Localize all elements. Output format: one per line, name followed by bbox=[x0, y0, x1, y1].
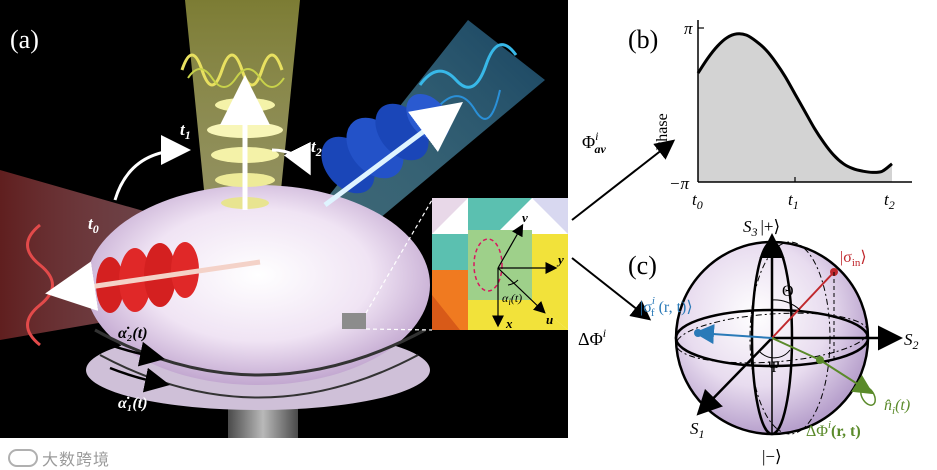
b-data-line bbox=[696, 32, 893, 174]
b-xtick-t0: t0 bbox=[692, 190, 703, 212]
n-hat-label: n̂i(t) bbox=[884, 397, 910, 417]
sigma-in-vector bbox=[771, 271, 835, 339]
red-spiral bbox=[45, 242, 261, 313]
b-xtick-t1: t1 bbox=[788, 190, 799, 212]
n-hat-vector bbox=[771, 337, 821, 361]
disk-top bbox=[86, 185, 430, 385]
inset bbox=[432, 198, 568, 330]
arrow-t1-t2 bbox=[271, 141, 311, 176]
theta-label: Θ bbox=[782, 283, 794, 300]
arrow-t0-t1 bbox=[113, 135, 191, 201]
panel-b-label: (b) bbox=[628, 25, 658, 54]
watermark-text: 大数跨境 bbox=[42, 452, 111, 469]
disk-rail-2 bbox=[99, 354, 419, 399]
dphi-label: ΔΦi bbox=[578, 326, 606, 349]
inset-u: u bbox=[546, 312, 553, 327]
s2-label: S2 bbox=[904, 330, 919, 352]
latitude-dashed bbox=[675, 312, 869, 364]
panel-b: (b) Phase π −π t0 t1 t2 bbox=[628, 19, 912, 212]
label-t0: t0 bbox=[88, 214, 99, 236]
sigma-f-vector bbox=[694, 324, 773, 345]
watermark-logo-icon bbox=[8, 449, 38, 467]
sigma-in-label: |σin⟩ bbox=[840, 249, 867, 269]
s1-label: S1 bbox=[690, 419, 705, 441]
b-ytick-top: π bbox=[684, 19, 693, 38]
watermark: 大数跨境 bbox=[8, 446, 110, 470]
sigma-f-point bbox=[694, 329, 702, 337]
psi-arc bbox=[759, 349, 791, 359]
s3-label: S3|+⟩ bbox=[743, 217, 780, 239]
label-t2: t2 bbox=[311, 137, 322, 159]
b-ylabel: Phase bbox=[654, 113, 671, 150]
blue-spiral bbox=[321, 93, 464, 208]
arrow-to-b bbox=[571, 139, 676, 221]
probe-region bbox=[342, 313, 366, 329]
panel-a: (a) t0 t1 t2 α̇₂(t) α̇₁(t) v y x u αi(t) bbox=[0, 0, 568, 438]
n-hat-rotation bbox=[860, 386, 876, 406]
s1-axis bbox=[696, 337, 773, 416]
yellow-wave bbox=[180, 53, 284, 87]
zoom-line-top bbox=[365, 199, 433, 314]
psi-label: Ψ bbox=[768, 359, 780, 376]
blue-wave bbox=[418, 43, 518, 89]
panel-c-label: (c) bbox=[628, 251, 657, 280]
n-hat-arrow bbox=[819, 359, 874, 395]
b-ytick-bottom: −π bbox=[669, 174, 689, 193]
b-xtick-t2: t2 bbox=[884, 190, 895, 212]
blue-wave-2 bbox=[439, 89, 501, 120]
inset-alpha: αi(t) bbox=[502, 291, 522, 307]
alpha2-arrow bbox=[109, 341, 165, 367]
b-area-fill bbox=[698, 33, 892, 182]
alpha1-arrow bbox=[109, 366, 170, 393]
inset-v: v bbox=[522, 210, 528, 225]
arrow-to-c bbox=[571, 257, 652, 321]
inset-y: y bbox=[556, 252, 564, 267]
dphi-r-label: ΔΦi(r, t) bbox=[806, 419, 861, 440]
label-t1: t1 bbox=[180, 120, 191, 142]
theta-arc bbox=[771, 299, 801, 311]
yellow-spiral bbox=[207, 75, 283, 210]
panel-a-label: (a) bbox=[10, 25, 39, 54]
ket-minus-label: |−⟩ bbox=[762, 447, 782, 466]
label-alpha1: α̇₁(t) bbox=[118, 395, 148, 412]
label-alpha2: α̇₂(t) bbox=[118, 325, 148, 342]
inset-x: x bbox=[505, 316, 513, 331]
